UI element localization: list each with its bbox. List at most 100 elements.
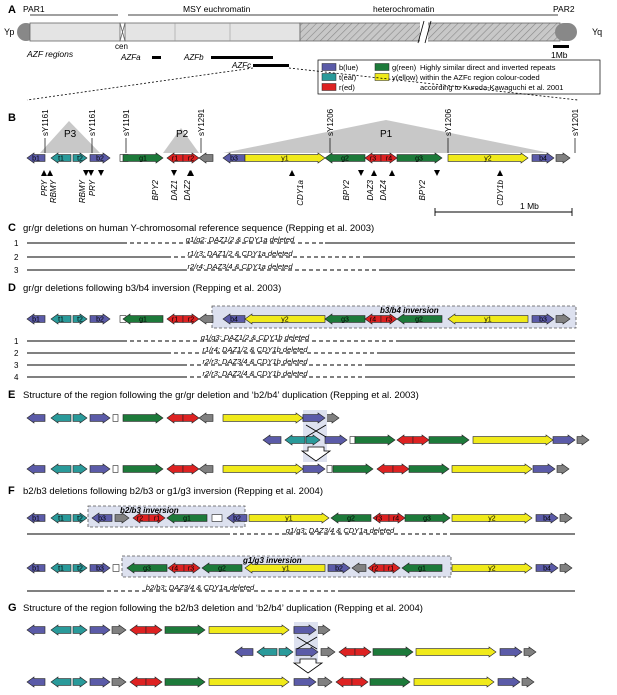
repeat-label: r4 <box>393 516 399 523</box>
sts-marker: sY1161 <box>41 109 50 136</box>
legend-swatch-t <box>321 73 337 81</box>
panel-g-arrow <box>413 676 495 688</box>
panel-g-arrow <box>521 676 535 688</box>
repeat-label: r4 <box>386 156 392 163</box>
panel-g-arrow <box>338 646 356 658</box>
panel-d-letter: D <box>8 282 16 294</box>
deletion-label: g1/g2: DAZ1/2 & CDY1a deleted <box>186 235 295 244</box>
repeat-arrow <box>26 463 46 475</box>
panel-f-arrow <box>201 562 243 574</box>
panel-g-arrow <box>497 676 521 688</box>
repeat-arrow <box>122 412 164 424</box>
panel-d-arrow <box>324 313 366 325</box>
palindrome-p2 <box>163 128 199 153</box>
repeat-label: r1 <box>154 516 160 523</box>
repeat-arrow <box>305 434 321 446</box>
repeat-label: b4 <box>543 566 551 573</box>
chromosome-yp <box>29 22 121 42</box>
panel-f-arrow <box>183 562 201 574</box>
panel-b-arrow <box>447 152 529 164</box>
legend-note: within the AZFc region colour-coded <box>419 73 540 82</box>
azfc-bar <box>253 64 289 67</box>
gene-label: RBMY <box>78 179 87 203</box>
palindrome-p1 <box>223 120 550 153</box>
panel-g-arrow <box>208 676 290 688</box>
repeat-arrow <box>50 412 72 424</box>
palindrome-p3 <box>40 121 100 153</box>
repeat-label: g2 <box>347 516 355 523</box>
gene-marker <box>171 170 177 176</box>
repeat-label: b2 <box>233 516 241 523</box>
sts-marker: sY1206 <box>326 108 335 136</box>
panel-f-arrow <box>388 512 406 524</box>
panel-f-arrow <box>114 512 130 524</box>
sts-marker: sY1291 <box>197 108 206 136</box>
repeat-label: t1 <box>58 317 64 324</box>
panel-b-arrow <box>222 152 246 164</box>
repeat-label: g1 <box>418 566 426 573</box>
repeat-label: b4 <box>230 317 238 324</box>
panel-g-arrow <box>295 646 319 658</box>
panel-f-arrow <box>244 562 326 574</box>
panel-b-arrow <box>555 152 571 164</box>
heterochromatin-label: heterochromatin <box>373 4 435 14</box>
panel-a-letter: A <box>8 4 16 16</box>
repeat-arrow <box>428 434 470 446</box>
panel-f-arrow <box>383 562 401 574</box>
repeat-label: r1 <box>388 566 394 573</box>
chromosome-euchromatin <box>124 22 301 42</box>
legend-label-b: b(lue) <box>339 63 359 72</box>
row-number: 2 <box>14 349 19 358</box>
centromere-box <box>112 564 120 572</box>
panel-g-arrow <box>369 676 411 688</box>
panel-f-arrow <box>50 562 72 574</box>
repeat-arrow <box>302 463 326 475</box>
panel-f-arrow <box>330 512 372 524</box>
legend-box <box>317 59 601 95</box>
gene-label: CDY1b <box>496 179 505 205</box>
gene-marker <box>98 170 104 176</box>
panel-g-arrow <box>111 624 127 636</box>
gene-marker <box>88 170 94 176</box>
panel-d-arrow <box>26 313 46 325</box>
repeat-label: b3 <box>230 156 238 163</box>
legend-label-r: r(ed) <box>339 83 355 92</box>
gene-label: DAZ2 <box>183 179 192 200</box>
repeat-label: g3 <box>415 156 423 163</box>
repeat-arrow <box>89 412 111 424</box>
panel-b-arrow <box>122 152 164 164</box>
panel-g-arrow <box>317 624 331 636</box>
repeat-arrow <box>262 434 282 446</box>
zoom-line-left <box>26 67 254 101</box>
panel-f-arrow <box>89 562 111 574</box>
panel-f-arrow <box>126 562 168 574</box>
panel-b-arrow <box>198 152 214 164</box>
azfb-label: AZFb <box>183 53 204 62</box>
legend-label-g: g(reen) <box>392 63 417 72</box>
panel-b-arrow <box>26 152 46 164</box>
repeat-arrow <box>376 463 394 475</box>
down-arrow <box>300 446 332 462</box>
panel-f-arrow <box>451 512 533 524</box>
crossover <box>305 424 327 438</box>
panel-g-arrow <box>129 676 147 688</box>
panel-d-arrow <box>198 313 214 325</box>
repeat-label: y2 <box>484 156 492 163</box>
panel-b-arrow <box>324 152 366 164</box>
panel-d-arrow <box>447 313 529 325</box>
panel-g-arrow <box>129 624 147 636</box>
gene-marker <box>434 170 440 176</box>
centromere-box <box>112 465 119 473</box>
panel-g-arrow <box>145 676 163 688</box>
repeat-label: r2 <box>372 566 378 573</box>
row-number: 4 <box>14 373 19 382</box>
panel-f-arrow <box>535 562 559 574</box>
panel-f-arrow <box>535 512 559 524</box>
repeat-label: b4 <box>539 156 547 163</box>
repeat-label: t1 <box>58 516 64 523</box>
gene-marker <box>371 170 377 176</box>
sts-marker: sY1201 <box>571 108 580 136</box>
break-mark <box>424 20 432 44</box>
